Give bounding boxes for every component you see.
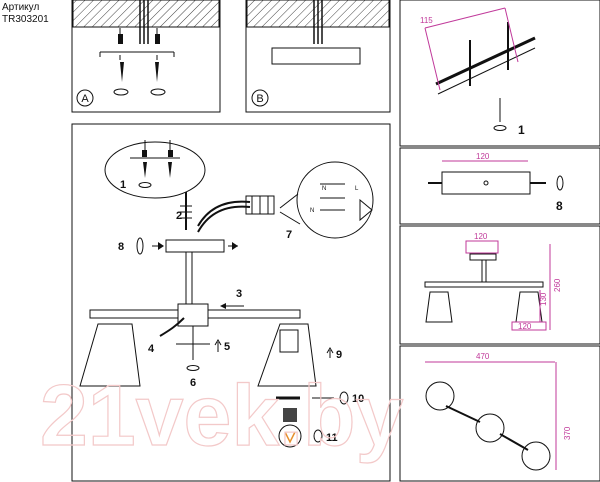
- svg-text:N: N: [322, 186, 326, 192]
- side-panel-plate: 120 8: [399, 147, 600, 225]
- step-3-label: 3: [236, 288, 242, 300]
- bulb-base-icon: [283, 408, 297, 422]
- dim-120-plate: 120: [476, 152, 490, 161]
- side-step-1: 1: [518, 123, 525, 137]
- side-panel-dimensions: 120 260 130 120: [399, 225, 600, 345]
- bulb-icon: [278, 424, 302, 448]
- side-step-8: 8: [556, 199, 563, 213]
- dim-115: 115: [420, 16, 433, 25]
- side-panel-top-view: 470 370: [399, 345, 600, 482]
- main-assembly-panel: 1 2 7 N L N 8 3 4: [71, 123, 391, 482]
- step-5-label: 5: [224, 341, 230, 353]
- panel-b: B: [245, 0, 391, 113]
- screw-icon: [113, 28, 129, 96]
- step-10-label: 10: [352, 393, 364, 405]
- step-1-label: 1: [120, 179, 126, 191]
- step-7-label: 7: [286, 229, 292, 241]
- warning-icon: [359, 198, 373, 222]
- watermark: 21vek.by: [40, 368, 404, 464]
- dim-470: 470: [476, 352, 490, 361]
- screw-icon: [150, 28, 166, 96]
- article-number: TR303201: [2, 14, 49, 25]
- svg-text:L: L: [355, 186, 359, 192]
- step-4-label: 4: [148, 343, 155, 355]
- step-9-label: 9: [336, 349, 342, 361]
- side-panel-bracket: 115 1: [399, 0, 600, 147]
- step-b-label: B: [256, 93, 263, 105]
- panel-a: A: [71, 0, 221, 113]
- dim-370: 370: [563, 426, 572, 440]
- dim-260: 260: [553, 278, 562, 292]
- article-label: Артикул: [2, 2, 39, 13]
- dim-130: 130: [539, 292, 548, 306]
- dim-120-canopy: 120: [474, 232, 488, 241]
- step-11-label: 11: [326, 432, 338, 444]
- step-8-label: 8: [118, 241, 124, 253]
- step-a-label: A: [81, 93, 89, 105]
- svg-text:N: N: [310, 208, 314, 214]
- dim-120-shade: 120: [518, 322, 532, 331]
- step-6-label: 6: [190, 377, 196, 389]
- step-2-label: 2: [176, 210, 182, 222]
